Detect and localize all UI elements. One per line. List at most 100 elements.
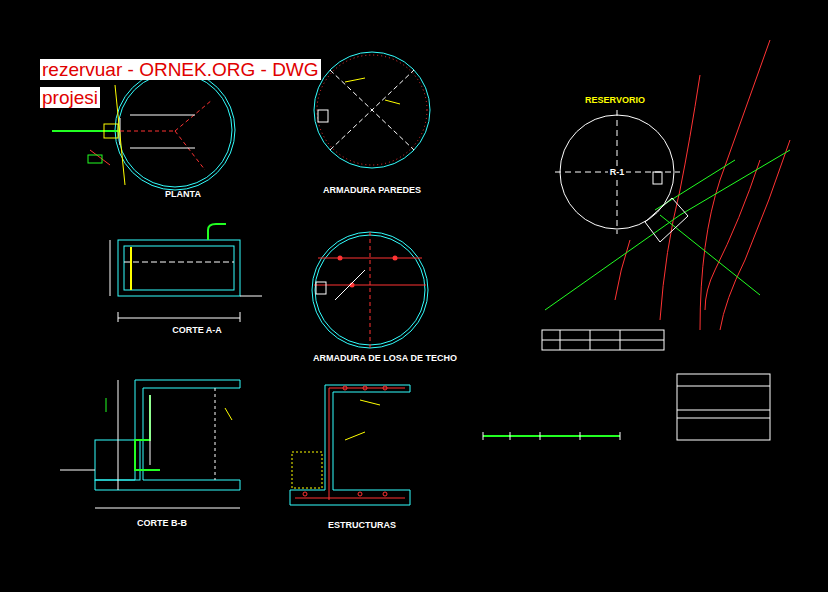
section-b-b-part — [118, 380, 119, 490]
section-a-a-part — [130, 247, 132, 290]
view-title: ARMADURA DE LOSA DE TECHO — [313, 353, 457, 363]
section-b-b-part — [106, 398, 107, 412]
view-title: RESERVORIO — [585, 95, 645, 105]
section-a-a — [110, 224, 262, 322]
plan-view-part — [115, 85, 125, 185]
coordinate-table-part — [590, 330, 591, 350]
reservoir-circle: R-1 — [559, 114, 675, 230]
view-title: ESTRUCTURAS — [328, 520, 396, 530]
view-title: PLANTA — [165, 189, 201, 199]
section-b-b-part — [60, 470, 95, 471]
roof-slab-reinforcement — [312, 232, 428, 348]
scale-bar-part — [483, 432, 484, 440]
scale-bar — [483, 432, 620, 440]
site-plan-part — [615, 240, 630, 300]
plan-view-part — [130, 148, 195, 149]
structures-detail-part — [303, 492, 307, 496]
structures-detail-part — [290, 385, 410, 505]
site-plan-part — [700, 40, 770, 330]
site-plan-part — [660, 215, 760, 295]
section-a-a-part — [240, 312, 241, 322]
structures-detail-part — [363, 386, 367, 390]
structures-detail-part — [295, 498, 405, 499]
plan-view-part — [130, 115, 195, 116]
section-b-b — [60, 380, 240, 508]
node-texts: R-1 — [608, 167, 627, 177]
wall-reinforcement-part — [345, 78, 365, 82]
site-plan-part — [720, 140, 790, 330]
scale-bar-part — [510, 432, 511, 440]
section-a-a-part — [110, 240, 111, 296]
view-title: CORTE A-A — [172, 325, 222, 335]
section-a-a-part — [124, 262, 234, 263]
section-b-b-part — [215, 388, 216, 480]
site-plan-part — [653, 172, 662, 184]
structures-detail-part — [329, 388, 330, 500]
scale-bar-part — [580, 432, 581, 440]
title-block-part — [677, 410, 770, 411]
site-plan-part — [680, 150, 790, 215]
circle-outline — [560, 115, 674, 229]
site-plan-part — [660, 75, 700, 320]
wall-reinforcement-part — [330, 70, 414, 150]
structures-detail-part — [345, 432, 365, 440]
wall-reinforcement-part — [318, 110, 328, 122]
roof-slab-reinforcement-part — [393, 256, 398, 261]
roof-slab-reinforcement-part — [370, 232, 371, 348]
view-title: CORTE B-B — [137, 518, 187, 528]
section-b-b-part — [95, 380, 240, 490]
coordinate-table-part — [620, 330, 621, 350]
structures-detail-part — [358, 492, 362, 496]
roof-slab-reinforcement-part — [335, 270, 365, 300]
site-plan-part — [645, 198, 688, 242]
site-plan-part — [705, 160, 760, 310]
title-block-part — [677, 418, 770, 419]
section-b-b-part — [95, 508, 240, 509]
wall-reinforcement-part — [317, 55, 427, 165]
section-b-b-part — [150, 395, 151, 465]
reservoir-label: R-1 — [608, 167, 627, 177]
plan-view-part — [175, 131, 205, 170]
roof-slab-reinforcement-part — [338, 256, 343, 261]
coordinate-table-part — [542, 330, 664, 350]
plan-view-part — [115, 70, 235, 190]
structures-detail-part — [383, 492, 387, 496]
structures-detail-part — [383, 386, 387, 390]
wall-reinforcement-part — [314, 52, 430, 168]
scale-bar-part — [620, 432, 621, 440]
title-block-part — [677, 386, 770, 387]
structures-detail-part — [343, 386, 347, 390]
coordinate-table — [542, 330, 664, 350]
watermark-text: rezervuar - ORNEK.ORG - DWG projesi — [40, 59, 321, 108]
plan-view-part — [120, 131, 175, 132]
structures-detail-part — [292, 452, 322, 488]
title-block-part — [677, 374, 770, 440]
coordinate-table-part — [560, 330, 561, 350]
section-a-a-part — [118, 318, 240, 319]
section-b-b-part — [225, 408, 232, 420]
section-a-a-part — [118, 312, 119, 322]
structures-detail-part — [360, 400, 380, 405]
roof-slab-reinforcement-part — [316, 282, 326, 294]
plan-view-part — [88, 155, 102, 163]
section-a-a-part — [118, 240, 240, 296]
wall-reinforcement-part — [385, 100, 400, 104]
scale-bar-part — [483, 435, 620, 437]
plan-view-part — [118, 73, 232, 187]
section-b-b-part — [135, 395, 160, 470]
plan-view-part — [104, 124, 118, 138]
wall-reinforcement-part — [330, 70, 414, 150]
wall-reinforcement — [314, 52, 430, 168]
scale-bar-part — [540, 432, 541, 440]
site-plan — [545, 40, 790, 330]
view-title: ARMADURA PAREDES — [323, 185, 421, 195]
section-a-a-part — [124, 246, 234, 290]
section-a-a-part — [208, 224, 226, 240]
roof-slab-reinforcement-part — [312, 232, 428, 348]
watermark: rezervuar - ORNEK.ORG - DWG projesi — [40, 56, 345, 111]
roof-slab-reinforcement-part — [318, 258, 422, 259]
section-a-a-part — [240, 296, 262, 297]
structures-detail — [290, 385, 410, 505]
title-block — [677, 374, 770, 440]
